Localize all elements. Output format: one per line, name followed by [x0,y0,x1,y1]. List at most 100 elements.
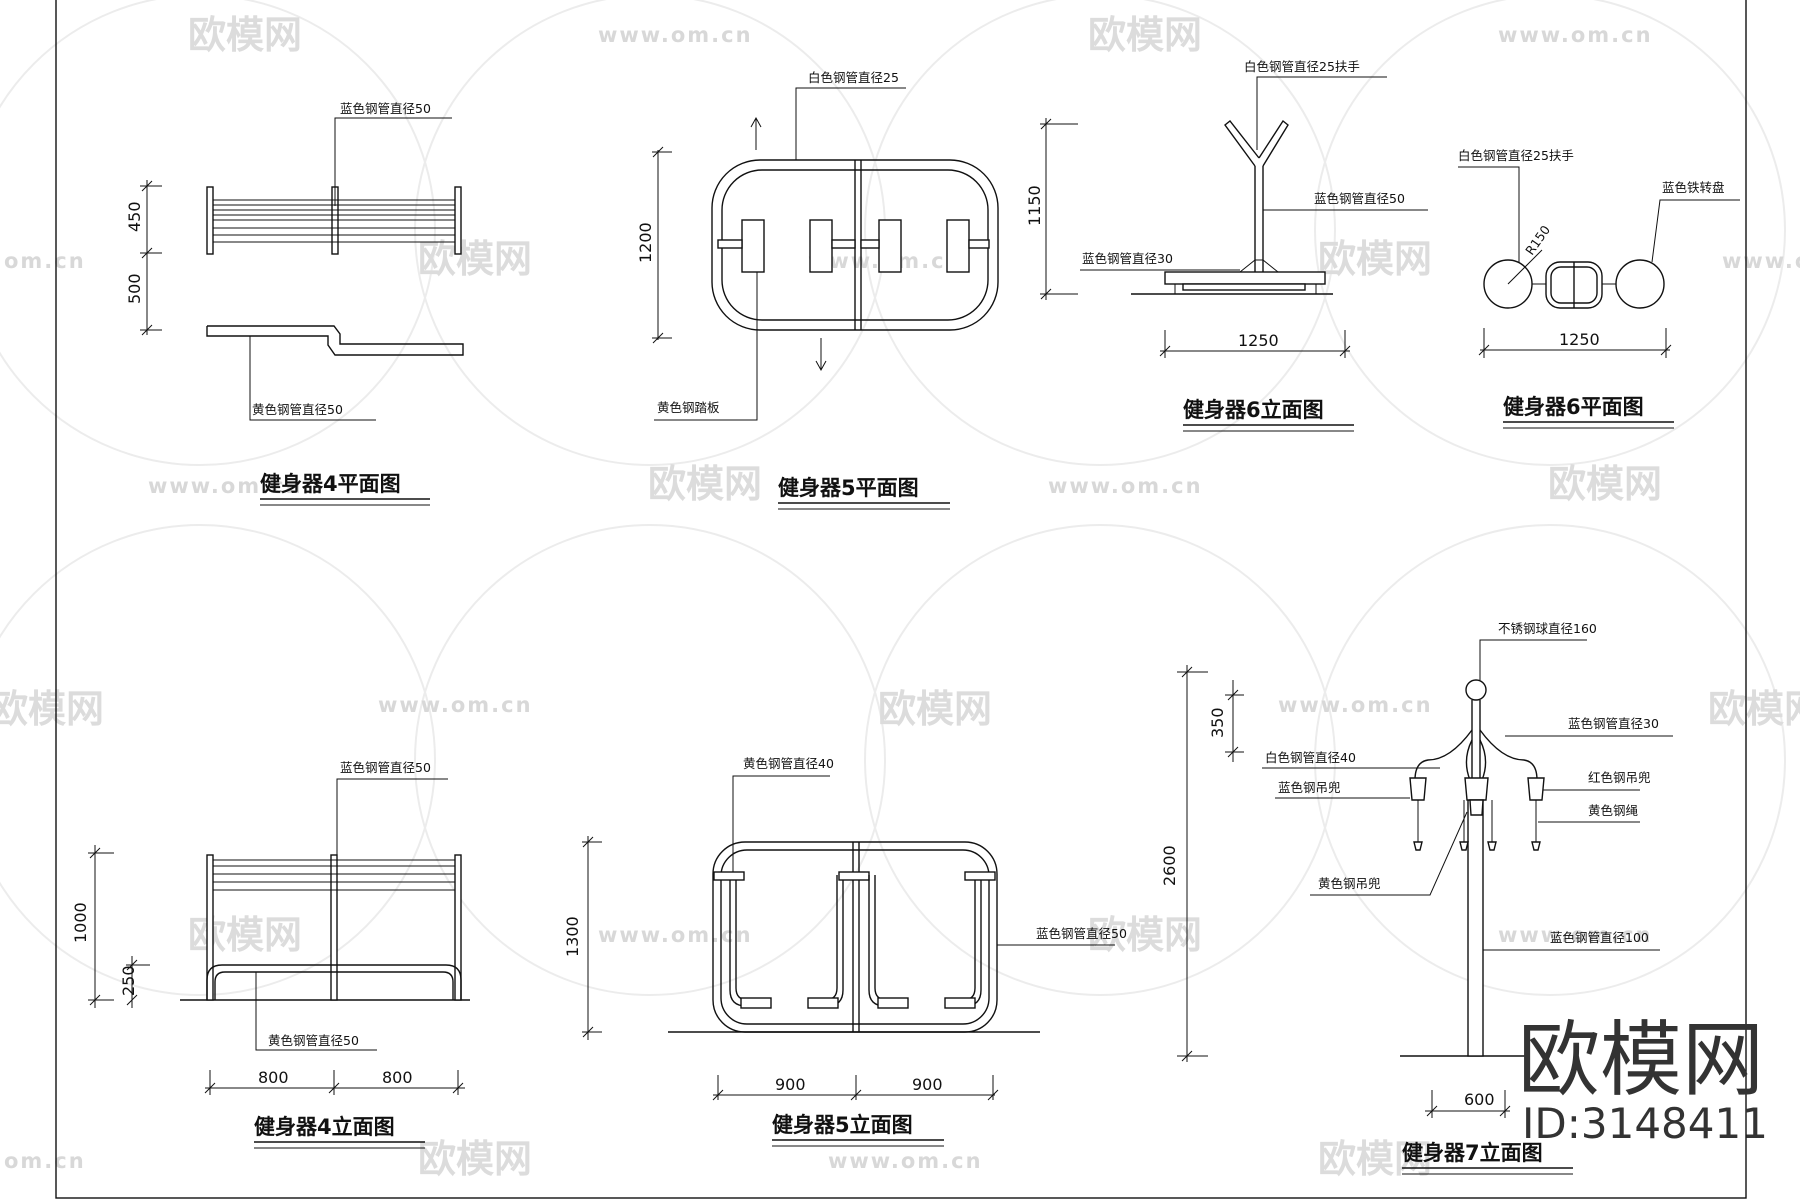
note-eq7-blue-seat: 蓝色钢吊兜 [1278,780,1341,795]
equipment-6-elevation: 1150 1250 白色钢管直径25扶手 蓝色钢管直径50 蓝色钢管直径30 健… [1025,59,1428,432]
equipment-5-plan-drawing [711,116,999,372]
title-eq7-elev: 健身器7立面图 [1402,1141,1543,1165]
watermark-logo: 欧模网 [648,462,762,506]
watermark-logo: 欧模网 [1088,913,1202,957]
dim-eq5-elev-900-right: 900 [912,1075,943,1094]
note-eq6-plan-blue-turntable: 蓝色铁转盘 [1662,180,1725,195]
note-eq7-white-pipe40: 白色钢管直径40 [1265,750,1356,765]
equipment-4-plan-dimensions: 450 500 [125,180,162,336]
brand-id-label: ID:3148411 [1522,1099,1768,1148]
note-eq6-elev-blue-pipe50: 蓝色钢管直径50 [1314,191,1405,206]
equipment-7-elevation-callouts: 不锈钢球直径160 蓝色钢管直径30 白色钢管直径40 蓝色钢吊兜 红色钢吊兜 … [1262,621,1673,951]
equipment-6-elevation-dimensions: 1150 1250 [1025,118,1351,358]
watermark-url: www.om.cn [1722,249,1800,273]
watermark-logo: 欧模网 [1708,687,1800,731]
dim-eq7-600: 600 [1464,1090,1495,1109]
dim-eq7-350: 350 [1208,707,1227,738]
watermark-url: www.om.cn [148,474,303,498]
title-eq6-elev: 健身器6立面图 [1183,398,1324,422]
watermark-logo: 欧模网 [418,1137,532,1181]
note-eq6-elev-blue-pipe30: 蓝色钢管直径30 [1082,251,1173,266]
watermark-logo: 欧模网 [1088,13,1202,57]
dim-eq7-2600: 2600 [1160,845,1179,886]
watermark-logo: 欧模网 [1548,462,1662,506]
dim-eq5-elev-900-left: 900 [775,1075,806,1094]
note-eq4-elev-blue-pipe: 蓝色钢管直径50 [340,760,431,775]
note-eq7-blue-pipe30: 蓝色钢管直径30 [1568,716,1659,731]
equipment-5-plan-dimensions: 1200 [636,146,672,344]
dim-eq4-plan-500: 500 [125,273,144,304]
equipment-7-pendant-ropes [1413,800,1541,851]
dim-eq6-plan-1250: 1250 [1559,330,1600,349]
equipment-7-hanging-seats [1409,777,1545,816]
note-eq4-plan-blue-pipe: 蓝色钢管直径50 [340,101,431,116]
equipment-6-plan-callouts: 白色钢管直径25扶手 蓝色铁转盘 [1458,148,1740,263]
watermark-url: www.om.cn [598,923,753,947]
watermark-url: www.om.cn [828,1149,983,1173]
note-eq5-elev-blue-pipe: 蓝色钢管直径50 [1036,926,1127,941]
equipment-6-elevation-drawing [1131,119,1333,295]
dim-eq4-plan-450: 450 [125,201,144,232]
watermark-url: www.om.cn [1278,693,1433,717]
watermark-url-fragment: om.cn [4,249,86,273]
watermark-url: www.om.cn [378,693,533,717]
note-eq7-blue-pipe100: 蓝色钢管直径100 [1550,930,1649,945]
watermark-url: www.om.cn [1498,23,1653,47]
equipment-4-plan-callouts: 蓝色钢管直径50 黄色钢管直径50 [249,101,452,421]
equipment-6-elevation-callouts: 白色钢管直径25扶手 蓝色钢管直径50 蓝色钢管直径30 [1080,59,1428,271]
equipment-7-elevation: 350 2600 600 不锈钢球直径160 蓝色钢管直径30 白色钢管直径40… [1160,621,1673,1175]
dim-eq4-elev-800-right: 800 [382,1068,413,1087]
watermark-url: www.om.cn [598,23,753,47]
title-eq4-elev: 健身器4立面图 [254,1115,395,1139]
dim-eq5-plan-1200: 1200 [636,222,655,263]
equipment-5-plan: 1200 白色钢管直径25 黄色钢踏板 健身器5平面图 [636,70,999,510]
equipment-5-elevation-drawing [668,841,1040,1033]
note-eq4-elev-yellow-pipe: 黄色钢管直径50 [268,1033,359,1048]
title-eq5-plan: 健身器5平面图 [778,476,919,500]
equipment-6-plan: R150 1250 白色钢管直径25扶手 蓝色铁转盘 健身器6平面图 [1458,148,1740,429]
watermark-url: www.om.cn [1048,474,1203,498]
watermark-url: www.om.cn [1498,923,1653,947]
title-eq4-plan: 健身器4平面图 [260,472,401,496]
dim-eq5-elev-1300: 1300 [563,916,582,957]
equipment-6-plan-drawing: R150 [1483,222,1665,309]
watermark-logo: 欧模网 [878,687,992,731]
note-eq6-plan-white-handle: 白色钢管直径25扶手 [1458,148,1574,163]
note-eq6-plan-radius: R150 [1522,222,1553,257]
brand-block: 欧模网 ID:3148411 [1518,1013,1768,1148]
note-eq5-plan-white-pipe: 白色钢管直径25 [808,70,899,85]
equipment-5-elevation-dimensions: 1300 900 900 [563,836,999,1101]
equipment-4-elevation-dimensions: 1000 250 800 800 [71,845,465,1095]
sheet-border [55,0,1747,1199]
watermark-logo: 欧模网 [418,237,532,281]
equipment-5-plan-callouts: 白色钢管直径25 黄色钢踏板 [654,70,906,421]
note-eq5-plan-yellow-pedal: 黄色钢踏板 [657,400,720,415]
watermark-logo: 欧模网 [188,13,302,57]
equipment-7-elevation-dimensions: 350 2600 600 [1160,665,1511,1118]
dim-eq6-elev-1250: 1250 [1238,331,1279,350]
note-eq7-red-seat: 红色钢吊兜 [1588,770,1651,785]
note-eq5-elev-yellow-pipe: 黄色钢管直径40 [743,756,834,771]
equipment-7-elevation-drawing [1400,679,1545,1057]
equipment-4-plan: 450 500 蓝色钢管直径50 黄色钢管直径50 健身器4平面图 [125,101,464,506]
equipment-6-plan-dimensions: 1250 [1478,328,1672,358]
equipment-4-elevation-drawing [180,854,470,1001]
title-eq5-elev: 健身器5立面图 [772,1113,913,1137]
equipment-4-elevation-callouts: 蓝色钢管直径50 黄色钢管直径50 [255,760,448,1051]
note-eq4-plan-yellow-pipe: 黄色钢管直径50 [252,402,343,417]
note-eq7-steel-ball: 不锈钢球直径160 [1498,621,1597,636]
brand-logo-text: 欧模网 [1518,1013,1764,1108]
equipment-4-elevation: 1000 250 800 800 蓝色钢管直径50 黄色钢管直径50 健身器4立… [71,760,470,1149]
watermark-logo: 欧模网 [1318,237,1432,281]
equipment-5-swing-seats [713,871,996,1009]
watermark-url-fragment: om.cn [4,1149,86,1173]
note-eq7-yellow-rope: 黄色钢绳 [1588,803,1638,818]
dim-eq4-elev-250: 250 [119,965,138,996]
dim-eq4-elev-1000: 1000 [71,902,90,943]
note-eq6-elev-white-handle: 白色钢管直径25扶手 [1244,59,1360,74]
equipment-4-plan-drawing [206,186,464,356]
title-eq6-plan: 健身器6平面图 [1503,395,1644,419]
equipment-5-elevation-callouts: 黄色钢管直径40 蓝色钢管直径50 [732,756,1127,946]
watermark-logo: 欧模网 [0,687,104,731]
